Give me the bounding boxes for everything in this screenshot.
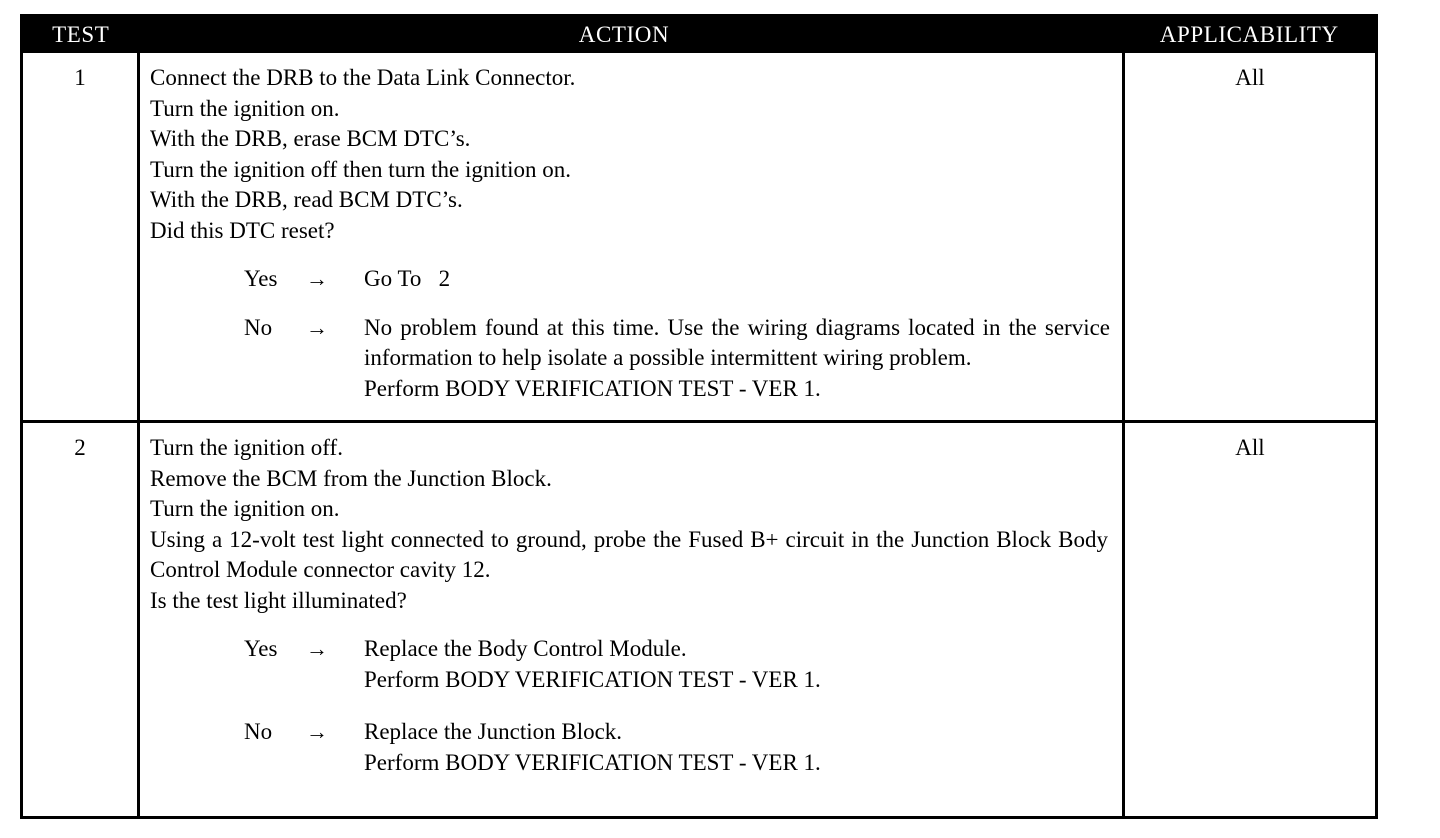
action-step-line: Connect the DRB to the Data Link Connect… <box>150 65 576 90</box>
arrow-right-icon: → <box>306 266 328 291</box>
action-cell: Turn the ignition off. Remove the BCM fro… <box>138 420 1125 818</box>
diagnostic-procedure-table: TEST ACTION APPLICABILITY 1 Connect the D… <box>20 14 1378 819</box>
answer-branch: No → Replace the Junction Block. Perform BO… <box>150 717 1114 778</box>
answer-text-line: Perform BODY VERIFICATION TEST - VER 1. <box>364 375 821 401</box>
answer-label: Yes <box>244 636 278 661</box>
answer-text: Replace the Body Control Module. Perform … <box>364 634 1114 695</box>
arrow-right-icon: → <box>306 719 328 744</box>
action-step-line: With the DRB, read BCM DTC’s. <box>150 187 463 212</box>
action-step-line: Turn the ignition off then turn the igni… <box>150 156 572 182</box>
arrow-right-icon: → <box>306 314 328 340</box>
action-step-list: Turn the ignition off. Remove the BCM fro… <box>150 433 1114 616</box>
answer-text: Go To 2 <box>364 264 1114 295</box>
answer-label: Yes <box>244 266 278 291</box>
applicability-cell: All <box>1123 420 1377 818</box>
answer-text: Replace the Junction Block. Perform BODY … <box>364 717 1114 778</box>
answer-label: No <box>244 314 273 340</box>
action-step-line: Turn the ignition on. <box>150 496 340 521</box>
answer-text-line: Perform BODY VERIFICATION TEST - VER 1. <box>364 666 821 692</box>
answer-text-line: Perform BODY VERIFICATION TEST - VER 1. <box>364 749 821 775</box>
answer-text-line: Replace the Body Control Module. <box>364 636 687 661</box>
table-header: TEST ACTION APPLICABILITY <box>21 15 1377 53</box>
column-header-action: ACTION <box>138 15 1124 53</box>
action-step-line: Using a 12-volt test light connected to … <box>150 526 1114 583</box>
header-row: TEST ACTION APPLICABILITY <box>21 15 1377 53</box>
answer-text-line: Go To 2 <box>364 266 451 291</box>
answer-branch: Yes → Go To 2 <box>150 264 1114 295</box>
table-row: 1 Connect the DRB to the Data Link Connec… <box>21 53 1377 422</box>
action-step-line: Remove the BCM from the Junction Block. <box>150 465 552 491</box>
answer-label: No <box>244 719 273 744</box>
answer-text-line: No problem found at this time. Use the w… <box>364 314 1110 371</box>
answer-text-line: Replace the Junction Block. <box>364 719 623 744</box>
answer-text: No problem found at this time. Use the w… <box>364 313 1114 405</box>
answer-branch: Yes → Replace the Body Control Module. Perf… <box>150 634 1114 695</box>
applicability-cell: All <box>1123 53 1377 422</box>
action-step-line: Turn the ignition on. <box>150 95 340 121</box>
action-step-line: Turn the ignition off. <box>150 435 343 460</box>
test-number-cell: 2 <box>21 420 140 818</box>
answer-branch-list: Yes → Go To 2 No → No problem found at this t… <box>150 264 1114 404</box>
action-step-line: With the DRB, erase BCM DTC’s. <box>150 126 471 151</box>
table-row: 2 Turn the ignition off. Remove the BCM fr… <box>21 420 1377 818</box>
arrow-right-icon: → <box>306 636 328 661</box>
action-step-line: Did this DTC reset? <box>150 217 335 243</box>
column-header-applicability: APPLICABILITY <box>1123 15 1377 53</box>
column-header-test: TEST <box>21 15 139 53</box>
action-cell: Connect the DRB to the Data Link Connect… <box>138 53 1125 422</box>
test-number-cell: 1 <box>21 53 140 422</box>
action-step-list: Connect the DRB to the Data Link Connect… <box>150 63 1114 246</box>
answer-branch: No → No problem found at this time. Use th… <box>150 313 1114 405</box>
table-body: 1 Connect the DRB to the Data Link Connec… <box>21 53 1377 818</box>
answer-branch-list: Yes → Replace the Body Control Module. Perf… <box>150 634 1114 778</box>
action-step-line: Is the test light illuminated? <box>150 587 407 613</box>
